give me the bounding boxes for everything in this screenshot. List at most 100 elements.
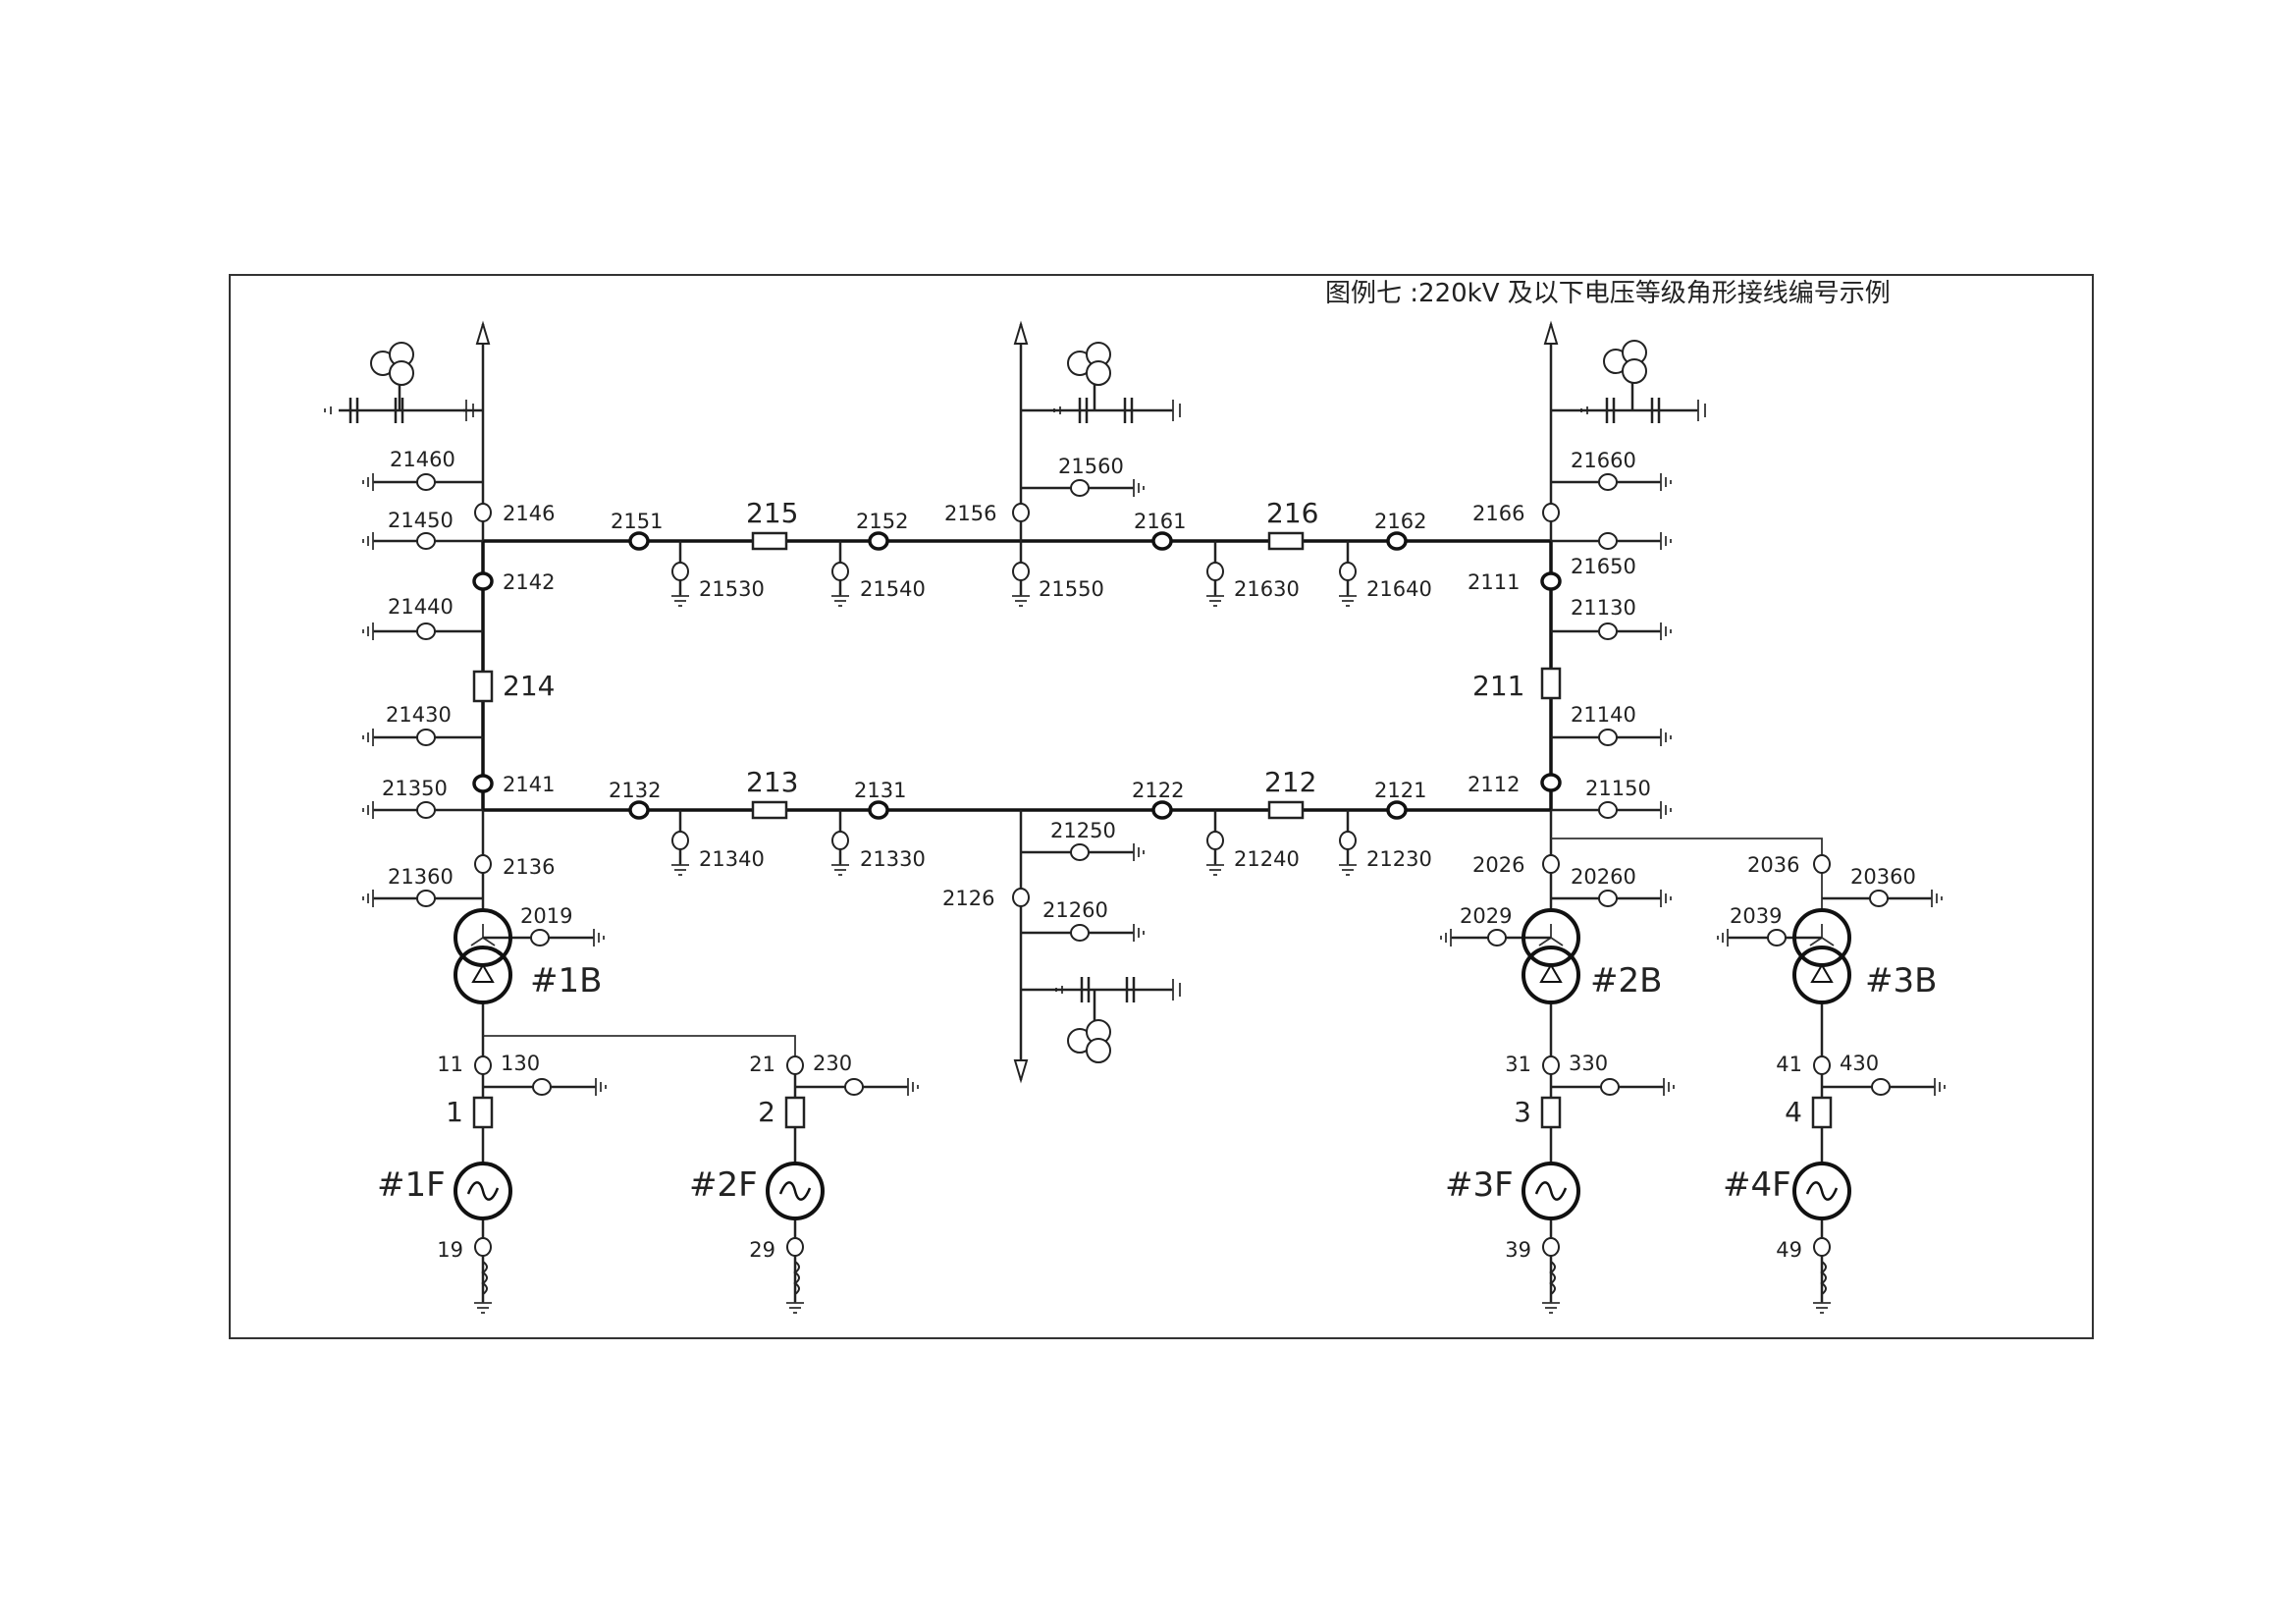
device-label: 2122 xyxy=(1132,779,1184,802)
disconnect-switch xyxy=(416,473,436,491)
diagram-title: 图例七 :220kV 及以下电压等级角形接线编号示例 xyxy=(1325,279,1891,308)
disconnect-switch xyxy=(1869,890,1889,907)
disconnect-switch xyxy=(532,1078,552,1096)
device-label: 21430 xyxy=(386,703,452,727)
device-label: 29 xyxy=(749,1238,775,1262)
disconnect-switch xyxy=(1542,503,1560,522)
disconnect-switch xyxy=(416,532,436,550)
disconnect-switch xyxy=(1542,1237,1560,1257)
disconnect-switch xyxy=(1813,1055,1831,1075)
device-label: #2B xyxy=(1590,961,1662,1001)
device-label: #4F xyxy=(1723,1165,1791,1205)
disconnect-switch xyxy=(671,562,689,581)
device-label: 21440 xyxy=(388,595,454,619)
device-label: 2136 xyxy=(503,855,555,879)
wye-symbol xyxy=(1809,937,1823,947)
disconnect-switch xyxy=(831,831,849,850)
disconnect-switch xyxy=(1206,562,1224,581)
device-label: 21630 xyxy=(1234,577,1300,601)
delta-symbol xyxy=(1810,963,1834,983)
devices xyxy=(370,320,1891,1295)
device-label: 21640 xyxy=(1366,577,1432,601)
disconnect-switch xyxy=(416,890,436,907)
device-label: 21360 xyxy=(388,865,454,889)
device-label: 21530 xyxy=(699,577,765,601)
device-label: 2029 xyxy=(1460,904,1512,928)
device-label: 214 xyxy=(503,670,555,702)
voltage-transformer-winding xyxy=(1622,358,1647,384)
device-label: 21130 xyxy=(1571,596,1636,620)
wye-symbol xyxy=(482,937,496,947)
device-label: 21350 xyxy=(382,777,448,800)
disconnect-switch xyxy=(1598,801,1618,819)
device-label: 31 xyxy=(1505,1053,1531,1076)
disconnect-switch xyxy=(1813,854,1831,874)
device-label: 212 xyxy=(1264,766,1316,798)
disconnect-switch xyxy=(831,562,849,581)
sine-symbol xyxy=(778,1181,812,1201)
circuit-breaker xyxy=(1540,1096,1562,1129)
disconnect-switch xyxy=(1598,729,1618,746)
device-label: 2166 xyxy=(1472,502,1524,525)
disconnect-switch xyxy=(1339,831,1357,850)
device-label: 20360 xyxy=(1850,865,1916,889)
disconnect-switch xyxy=(844,1078,864,1096)
disconnect-switch xyxy=(1012,562,1030,581)
transformer-3-hv-lead xyxy=(1551,838,1823,909)
device-label: 21460 xyxy=(390,448,455,471)
disconnect-switch xyxy=(472,571,494,591)
voltage-transformer-winding xyxy=(1086,360,1111,386)
disconnect-switch xyxy=(1542,1055,1560,1075)
device-label: 2036 xyxy=(1747,853,1799,877)
sine-symbol xyxy=(466,1181,500,1201)
device-label: 330 xyxy=(1569,1052,1608,1075)
disconnect-switch xyxy=(1540,571,1562,591)
device-label: 19 xyxy=(437,1238,463,1262)
device-label: 21240 xyxy=(1234,847,1300,871)
device-label: 2141 xyxy=(503,773,555,796)
disconnect-switch xyxy=(1070,924,1090,942)
device-label: 21150 xyxy=(1585,777,1651,800)
disconnect-switch xyxy=(1487,929,1507,947)
device-label: 213 xyxy=(746,766,798,798)
device-label: 21140 xyxy=(1571,703,1636,727)
wye-symbol xyxy=(1550,937,1564,947)
device-label: 2111 xyxy=(1468,570,1520,594)
device-label: 2132 xyxy=(609,779,661,802)
device-label: 49 xyxy=(1776,1238,1802,1262)
disconnect-switch xyxy=(786,1237,804,1257)
disconnect-switch xyxy=(1767,929,1787,947)
disconnect-switch xyxy=(416,622,436,640)
disconnect-switch xyxy=(1600,1078,1620,1096)
device-label: 21560 xyxy=(1058,455,1124,478)
delta-symbol xyxy=(471,963,495,983)
voltage-transformer-winding xyxy=(1086,1038,1111,1063)
wye-symbol xyxy=(470,937,484,947)
device-label: 21230 xyxy=(1366,847,1432,871)
wires xyxy=(324,324,1946,1314)
disconnect-switch xyxy=(1386,800,1408,820)
disconnect-switch xyxy=(1540,773,1562,792)
circuit-breaker xyxy=(751,800,788,820)
disconnect-switch xyxy=(1598,622,1618,640)
disconnect-switch xyxy=(671,831,689,850)
device-label: 215 xyxy=(746,497,798,529)
circuit-breaker xyxy=(1267,531,1305,551)
disconnect-switch xyxy=(1598,890,1618,907)
device-label: 2142 xyxy=(503,570,555,594)
device-label: 2131 xyxy=(854,779,906,802)
circuit-breaker xyxy=(1540,667,1562,700)
disconnect-switch xyxy=(1070,479,1090,497)
circuit-breaker xyxy=(751,531,788,551)
disconnect-switch xyxy=(1070,843,1090,861)
disconnect-switch xyxy=(1813,1237,1831,1257)
sine-symbol xyxy=(1534,1181,1568,1201)
disconnect-switch xyxy=(530,929,550,947)
sine-symbol xyxy=(1805,1181,1839,1201)
device-label: 21550 xyxy=(1039,577,1104,601)
device-label: 2161 xyxy=(1134,510,1186,533)
device-label: 2151 xyxy=(611,510,663,533)
device-label: 2146 xyxy=(503,502,555,525)
disconnect-switch xyxy=(628,531,650,551)
